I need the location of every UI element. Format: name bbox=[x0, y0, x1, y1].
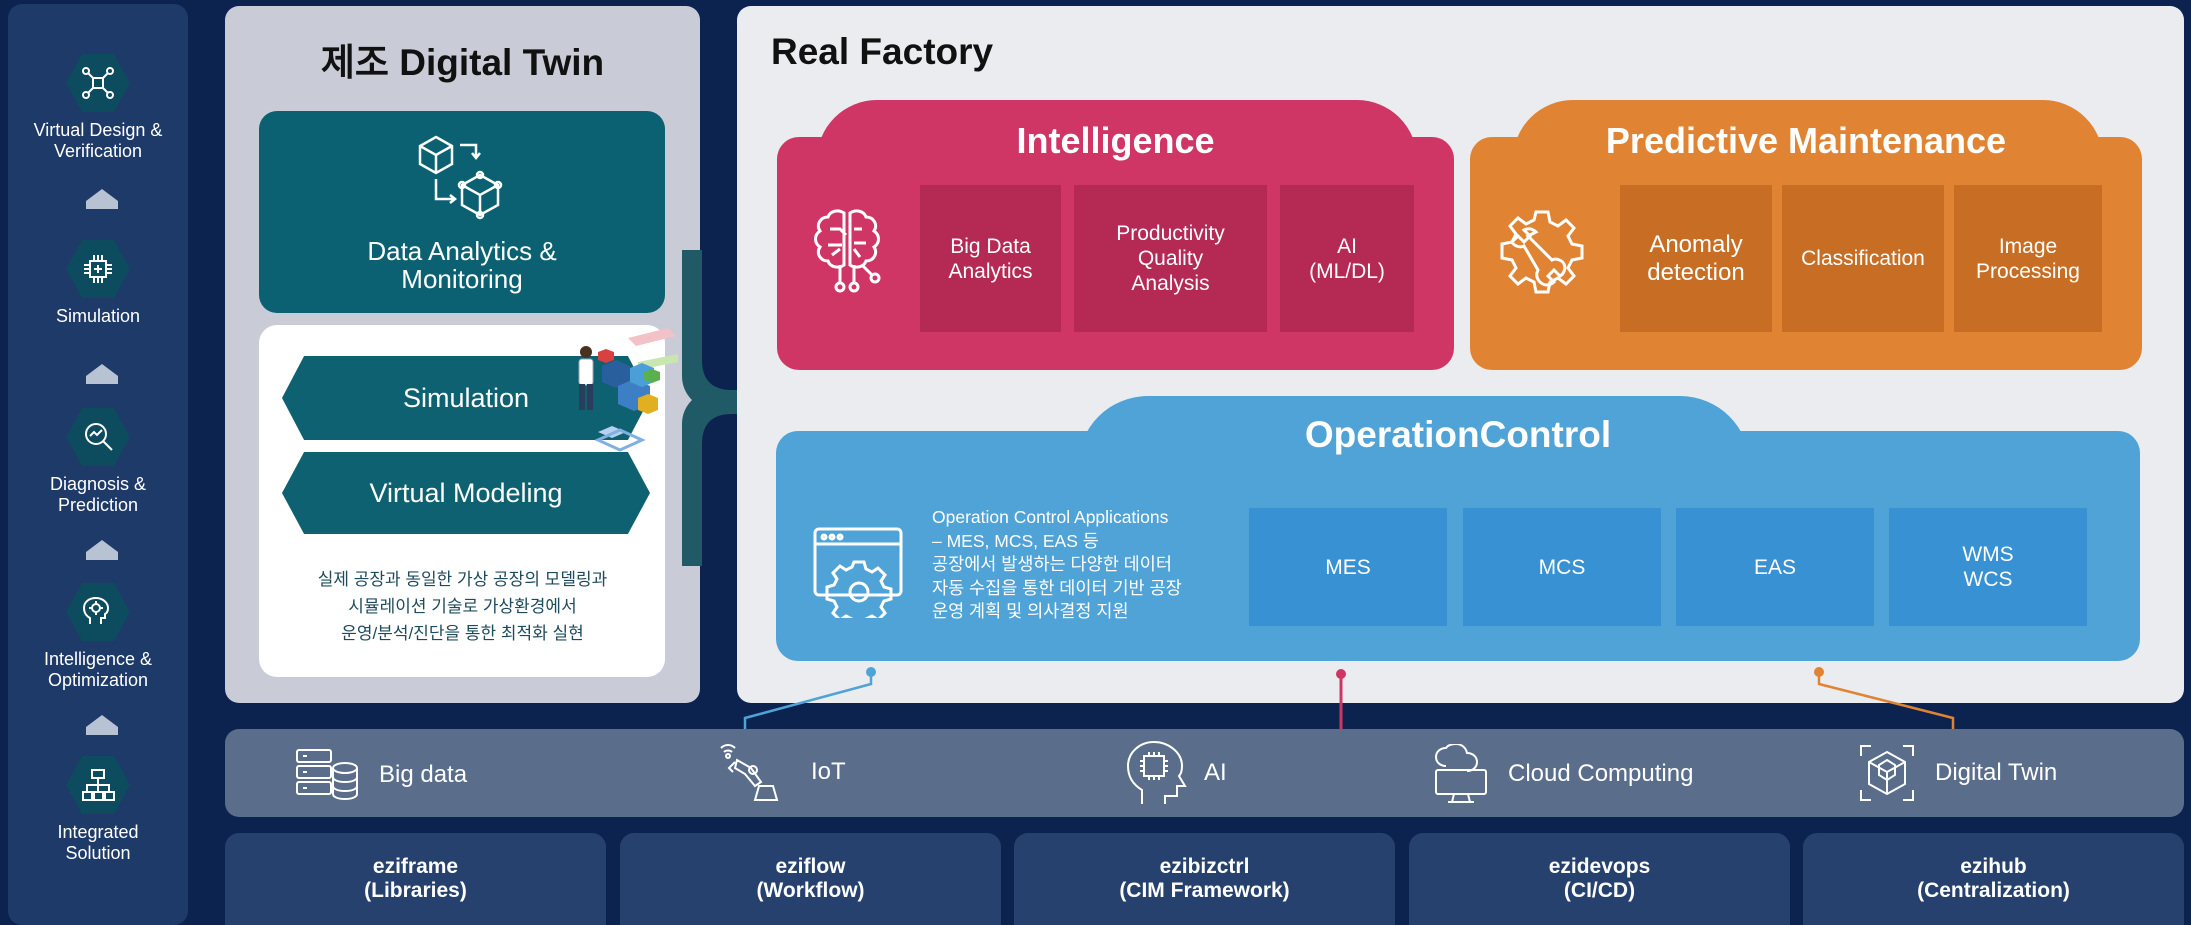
operation-control-description: Operation Control Applications – MES, MC… bbox=[932, 507, 1182, 621]
module-ezibizctrl: ezibizctrl(CIM Framework) bbox=[1014, 833, 1395, 925]
up-arrow-icon bbox=[86, 715, 118, 735]
sidebar-item-simulation: Simulation bbox=[8, 240, 188, 327]
tile-mes: MES bbox=[1249, 508, 1447, 626]
tech-ai: AI bbox=[1126, 740, 1227, 806]
up-arrow-icon bbox=[86, 540, 118, 560]
sidebar-label: Intelligence &Optimization bbox=[43, 649, 153, 690]
sidebar-item-intelligence: Intelligence &Optimization bbox=[8, 583, 188, 691]
ai-head-icon bbox=[1126, 740, 1187, 804]
connector-arrow-icon bbox=[682, 250, 784, 566]
engineer-cubes-illustration bbox=[578, 328, 678, 452]
tile-eas: EAS bbox=[1676, 508, 1874, 626]
operation-control-title: OperationControl bbox=[1304, 414, 1612, 455]
tile-ai-ml-dl: AI(ML/DL) bbox=[1280, 185, 1414, 332]
cubes-flow-icon bbox=[418, 135, 503, 220]
up-arrow-icon bbox=[86, 189, 118, 209]
gear-wrench-icon bbox=[1500, 210, 1584, 294]
tech-label: Big data bbox=[379, 761, 468, 788]
module-ezidevops: ezidevops(CI/CD) bbox=[1409, 833, 1790, 925]
technology-bar bbox=[225, 729, 2184, 817]
chip-icon bbox=[66, 240, 130, 298]
hierarchy-icon bbox=[66, 756, 130, 814]
brain-gear-icon bbox=[66, 583, 130, 641]
tech-label: Cloud Computing bbox=[1508, 760, 1694, 787]
tech-label: Digital Twin bbox=[1935, 759, 2058, 786]
network-icon bbox=[66, 54, 130, 112]
tech-big-data: Big data bbox=[295, 748, 467, 802]
database-icon bbox=[296, 749, 358, 801]
tech-cloud-computing: Cloud Computing bbox=[1432, 744, 1693, 804]
sidebar-item-diagnosis: Diagnosis &Prediction bbox=[8, 408, 188, 516]
tile-mcs: MCS bbox=[1463, 508, 1661, 626]
module-eziflow: eziflow(Workflow) bbox=[620, 833, 1001, 925]
robot-arm-icon bbox=[720, 744, 779, 801]
sidebar-item-virtual-design: Virtual Design &Verification bbox=[8, 54, 188, 162]
cube-scan-icon bbox=[1860, 745, 1914, 801]
magnifier-chart-icon bbox=[66, 408, 130, 466]
predictive-maintenance-title: Predictive Maintenance bbox=[1605, 120, 2007, 161]
up-arrow-icon bbox=[86, 364, 118, 384]
tech-digital-twin: Digital Twin bbox=[1859, 742, 2057, 804]
virtual-modeling-pill: Virtual Modeling bbox=[282, 452, 650, 534]
brain-circuit-icon bbox=[814, 209, 881, 293]
intelligence-title: Intelligence bbox=[1016, 120, 1215, 161]
sidebar-label: Simulation bbox=[55, 306, 141, 326]
real-factory-title: Real Factory bbox=[771, 31, 994, 72]
module-eziframe: eziframe(Libraries) bbox=[225, 833, 606, 925]
module-ezihub: ezihub(Centralization) bbox=[1803, 833, 2184, 925]
tech-label: IoT bbox=[811, 758, 846, 785]
app-window-gear-icon bbox=[813, 527, 903, 618]
tech-iot: IoT bbox=[717, 740, 846, 804]
sidebar-label: Virtual Design &Verification bbox=[33, 120, 163, 161]
sidebar-label: Diagnosis &Prediction bbox=[49, 474, 147, 515]
digital-twin-title: 제조 Digital Twin bbox=[320, 42, 605, 83]
data-analytics-box: Data Analytics &Monitoring bbox=[259, 111, 665, 313]
tech-label: AI bbox=[1204, 759, 1227, 786]
tile-classification: Classification bbox=[1782, 185, 1944, 332]
tech-connector-lines bbox=[743, 667, 1955, 730]
data-analytics-label: Data Analytics &Monitoring bbox=[367, 236, 557, 294]
cloud-computer-icon bbox=[1434, 744, 1487, 803]
